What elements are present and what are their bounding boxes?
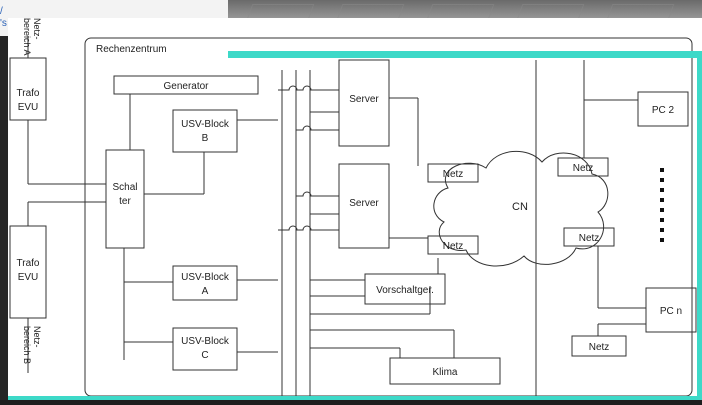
schalter-label: Schal <box>112 182 137 193</box>
server-label-1: Server <box>349 94 379 105</box>
vorschaltgeraet-label: Vorschaltger. <box>376 285 434 296</box>
usv-a-label-2: A <box>202 286 209 297</box>
trafo-a-label-2: EVU <box>18 102 39 113</box>
diagram-canvas: Rechenzentrum Generator USV-Block B USV-… <box>8 18 702 400</box>
usv-b-box <box>173 110 237 152</box>
server-label-2: Server <box>349 198 379 209</box>
network-diagram: Rechenzentrum Generator USV-Block B USV-… <box>8 18 702 400</box>
teal-accent-right <box>697 58 702 400</box>
teal-accent-top <box>228 51 702 58</box>
usv-c-label: USV-Block <box>181 336 230 347</box>
usv-b-label-2: B <box>202 133 209 144</box>
rechenzentrum-label: Rechenzentrum <box>96 44 167 55</box>
schalter-label-2: ter <box>119 196 131 207</box>
netz-label-5: Netz <box>589 342 610 353</box>
netzbereich-b-label: Netz- <box>32 326 42 348</box>
netzbereich-a-label-2: bereich A <box>22 18 32 56</box>
link-fragment[interactable]: 's <box>0 18 7 29</box>
link-fragment[interactable]: / <box>0 6 3 17</box>
netzbereich-a-label: Netz- <box>32 18 42 40</box>
trafo-b-label-2: EVU <box>18 272 39 283</box>
cn-label: CN <box>512 201 528 213</box>
teal-accent-bottom <box>8 396 702 400</box>
netzbereich-b-label-2: bereich B <box>22 326 32 364</box>
trafo-b-label: Trafo <box>17 258 40 269</box>
trafo-a-label: Trafo <box>17 88 40 99</box>
usv-c-box <box>173 328 237 370</box>
netz-label-1: Netz <box>443 169 464 180</box>
continuation-dots <box>660 168 664 242</box>
usv-c-label-2: C <box>201 350 208 361</box>
usv-a-label: USV-Block <box>181 272 230 283</box>
netz-label-3: Netz <box>573 163 594 174</box>
klima-label: Klima <box>432 367 457 378</box>
netz-label-4: Netz <box>579 233 600 244</box>
generator-label: Generator <box>163 81 209 92</box>
pc2-label: PC 2 <box>652 105 675 116</box>
usv-b-label: USV-Block <box>181 119 230 130</box>
netz-label-2: Netz <box>443 241 464 252</box>
pcn-label: PC n <box>660 306 682 317</box>
left-edge <box>0 36 8 400</box>
